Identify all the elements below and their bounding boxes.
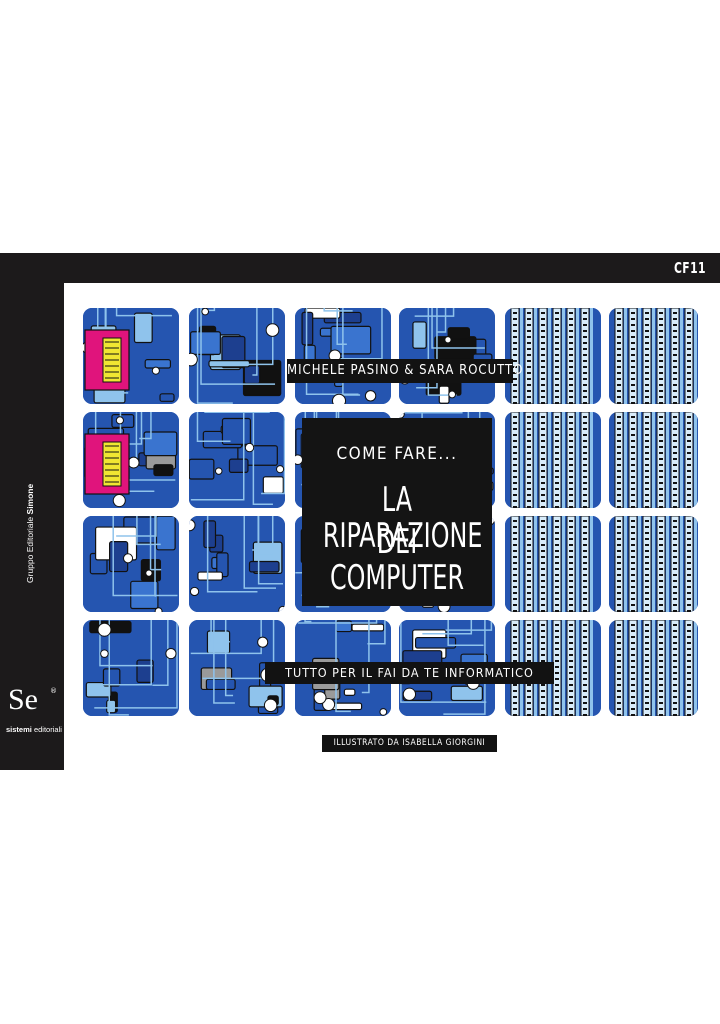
circuit-tile (83, 620, 179, 716)
title-panel: COME FARE... LA RIPARAZIONE DEI COMPUTER (302, 418, 492, 606)
tagline-label: TUTTO PER IL FAI DA TE INFORMATICO (265, 662, 554, 684)
logo-text: sistemi editoriali (6, 725, 62, 734)
book-cover: CF11 Gruppo Editoriale Simone Se ® siste… (0, 253, 720, 770)
spine: Gruppo Editoriale Simone Se ® sistemi ed… (0, 253, 64, 770)
authors-label: MICHELE PASINO & SARA ROCUTTO (287, 359, 522, 383)
logo-suffix: editoriali (33, 725, 62, 734)
circuit-tile (399, 308, 495, 404)
circuit-tile (609, 308, 698, 404)
circuit-tile (295, 308, 391, 404)
logo-brand: sistemi (6, 725, 32, 734)
circuit-tile (189, 516, 285, 612)
publisher-brand: Simone (25, 483, 35, 515)
illustrator-label: ILLUSTRATO DA ISABELLA GIORGINI (322, 735, 497, 752)
logo-mark: Se (8, 683, 38, 716)
registered-icon: ® (50, 687, 57, 695)
circuit-tile (83, 516, 179, 612)
circuit-tile (609, 516, 698, 612)
circuit-tile (505, 412, 601, 508)
publisher-logo: Se ® sistemi editoriali (6, 685, 62, 745)
book-title-line-2: DEI COMPUTER (329, 522, 465, 598)
top-band: CF11 (0, 253, 720, 283)
circuit-tile (505, 308, 601, 404)
circuit-tile (189, 308, 285, 404)
book-title-line-1: LA RIPARAZIONE (322, 480, 483, 556)
circuit-tile (505, 516, 601, 612)
series-code: CF11 (674, 259, 706, 277)
publisher-prefix: Gruppo Editoriale (25, 516, 35, 583)
circuit-tile (83, 308, 179, 404)
title-kicker: COME FARE... (336, 444, 458, 464)
circuit-tile (609, 412, 698, 508)
publisher-name: Gruppo Editoriale Simone (25, 463, 35, 583)
circuit-tile (189, 412, 285, 508)
circuit-tile (609, 620, 698, 716)
circuit-tile (83, 412, 179, 508)
